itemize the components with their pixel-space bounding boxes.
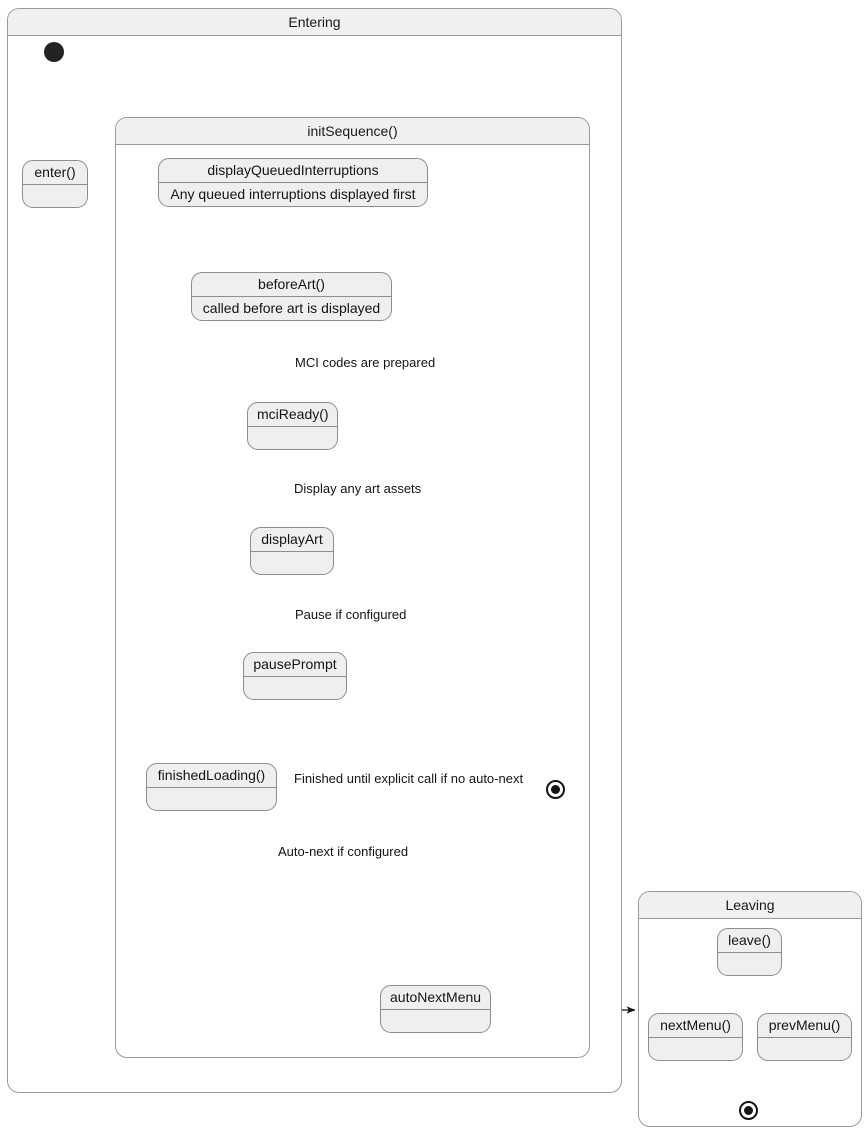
state-next-menu[interactable]: nextMenu() xyxy=(648,1013,743,1061)
state-auto-next-menu-body xyxy=(381,1010,490,1032)
region-initsequence-title: initSequence() xyxy=(116,118,589,145)
edge-label-auto-next-if-configured: Auto-next if configured xyxy=(278,844,409,859)
state-prev-menu-title: prevMenu() xyxy=(758,1014,851,1038)
final-state-node-leaving[interactable] xyxy=(739,1101,758,1120)
state-mci-ready-title: mciReady() xyxy=(248,403,337,427)
state-finished-loading[interactable]: finishedLoading() xyxy=(146,763,277,811)
state-enter-title: enter() xyxy=(23,161,87,185)
state-display-art[interactable]: displayArt xyxy=(250,527,334,575)
state-next-menu-title: nextMenu() xyxy=(649,1014,742,1038)
region-initsequence[interactable]: initSequence() xyxy=(115,117,590,1058)
state-enter[interactable]: enter() xyxy=(22,160,88,208)
state-auto-next-menu-title: autoNextMenu xyxy=(381,986,490,1010)
initial-state-node[interactable] xyxy=(44,42,64,62)
state-display-queued-interruptions-body: Any queued interruptions displayed first xyxy=(170,186,416,202)
edge-label-mci-codes-prepared: MCI codes are prepared xyxy=(295,355,436,370)
state-display-queued-interruptions[interactable]: displayQueuedInterruptions Any queued in… xyxy=(158,158,428,207)
state-leave-body xyxy=(718,953,781,975)
region-leaving-title: Leaving xyxy=(639,892,861,919)
state-leave-title: leave() xyxy=(718,929,781,953)
state-prev-menu[interactable]: prevMenu() xyxy=(757,1013,852,1061)
final-state-node-entering[interactable] xyxy=(546,780,565,799)
region-entering-title: Entering xyxy=(8,9,621,36)
state-mci-ready-body xyxy=(248,427,337,449)
state-finished-loading-body xyxy=(147,788,276,810)
state-before-art-title: beforeArt() xyxy=(192,273,391,297)
state-next-menu-body xyxy=(649,1038,742,1060)
edge-label-pause-if-configured: Pause if configured xyxy=(295,607,407,622)
state-display-art-body xyxy=(251,552,333,574)
state-mci-ready[interactable]: mciReady() xyxy=(247,402,338,450)
state-display-queued-interruptions-title: displayQueuedInterruptions xyxy=(159,159,427,183)
state-leave[interactable]: leave() xyxy=(717,928,782,976)
state-display-art-title: displayArt xyxy=(251,528,333,552)
state-pause-prompt-title: pausePrompt xyxy=(244,653,346,677)
state-enter-body xyxy=(23,185,87,207)
edge-label-display-art-assets: Display any art assets xyxy=(294,481,422,496)
state-pause-prompt-body xyxy=(244,677,346,699)
region-leaving[interactable]: Leaving xyxy=(638,891,862,1127)
state-auto-next-menu[interactable]: autoNextMenu xyxy=(380,985,491,1033)
state-pause-prompt[interactable]: pausePrompt xyxy=(243,652,347,700)
state-before-art[interactable]: beforeArt() called before art is display… xyxy=(191,272,392,321)
edge-label-finished-until-explicit-call: Finished until explicit call if no auto-… xyxy=(294,771,524,786)
state-prev-menu-body xyxy=(758,1038,851,1060)
state-finished-loading-title: finishedLoading() xyxy=(147,764,276,788)
state-before-art-body: called before art is displayed xyxy=(202,300,381,316)
